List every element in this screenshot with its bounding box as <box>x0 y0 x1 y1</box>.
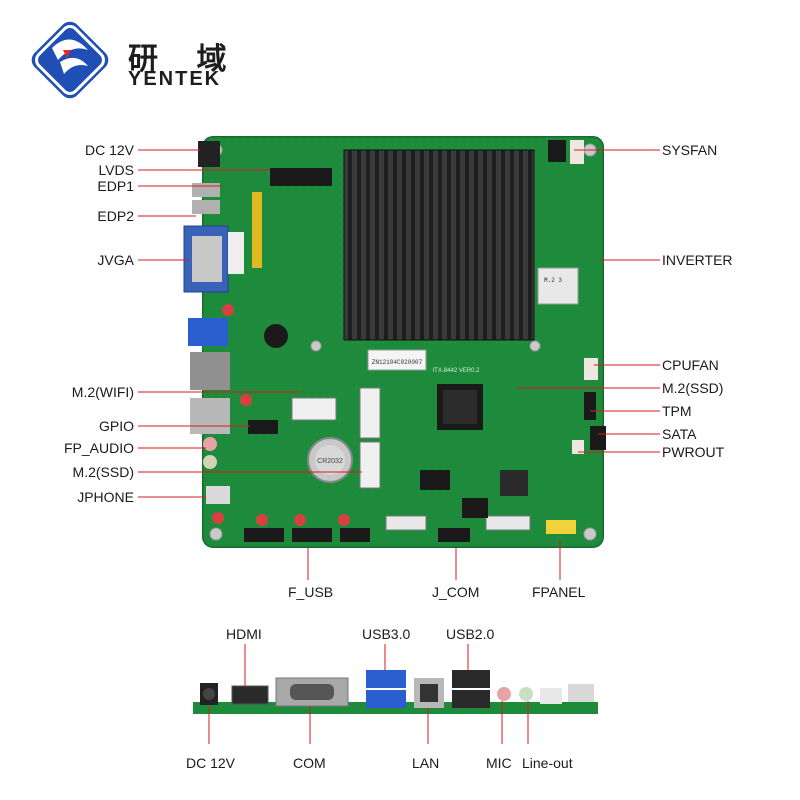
label-m2-ssd-right: M.2(SSD) <box>662 380 724 396</box>
label-cpufan: CPUFAN <box>662 357 719 373</box>
label-m2-ssd-left: M.2(SSD) <box>72 464 134 480</box>
silk-battery: CR2032 <box>317 458 343 465</box>
label-tpm: TPM <box>662 403 692 419</box>
label-inverter: INVERTER <box>662 252 733 268</box>
label-io-dc-12v: DC 12V <box>186 755 236 771</box>
io-panel-view <box>193 670 598 714</box>
silk-heatsink-note: M.2 3 <box>544 277 562 284</box>
label-gpio: GPIO <box>98 418 134 434</box>
label-m2-wifi: M.2(WIFI) <box>71 384 134 400</box>
cpu-heatsink <box>343 149 535 341</box>
leader-lines <box>138 149 660 580</box>
label-jphone: JPHONE <box>77 489 134 505</box>
label-com: COM <box>293 755 326 771</box>
label-usb20: USB2.0 <box>446 626 495 642</box>
label-usb30: USB3.0 <box>362 626 411 642</box>
label-mic: MIC <box>486 755 512 771</box>
label-dc-12v: DC 12V <box>84 142 134 158</box>
io-leader-lines <box>208 644 529 744</box>
label-jvga: JVGA <box>97 252 134 268</box>
brand-name-cn: 研 域 <box>128 42 241 77</box>
label-pwrout: PWROUT <box>662 444 725 460</box>
label-edp1: EDP1 <box>97 178 134 194</box>
label-sata: SATA <box>662 426 697 442</box>
label-j-com: J_COM <box>432 584 480 600</box>
label-fpanel: FPANEL <box>532 584 586 600</box>
label-fp-audio: FP_AUDIO <box>63 440 134 456</box>
label-lan: LAN <box>412 755 440 771</box>
silk-serial: ZN12104C020007 <box>372 359 423 366</box>
label-lvds: LVDS <box>98 162 134 178</box>
label-line-out: Line-out <box>522 755 573 771</box>
silk-model: ITX-8442 VER0.2 <box>432 368 480 374</box>
label-sysfan: SYSFAN <box>662 142 718 158</box>
label-f-usb: F_USB <box>288 584 334 600</box>
label-hdmi: HDMI <box>226 626 262 642</box>
label-edp2: EDP2 <box>97 208 134 224</box>
brand-name-en: YENTEK <box>128 68 222 90</box>
